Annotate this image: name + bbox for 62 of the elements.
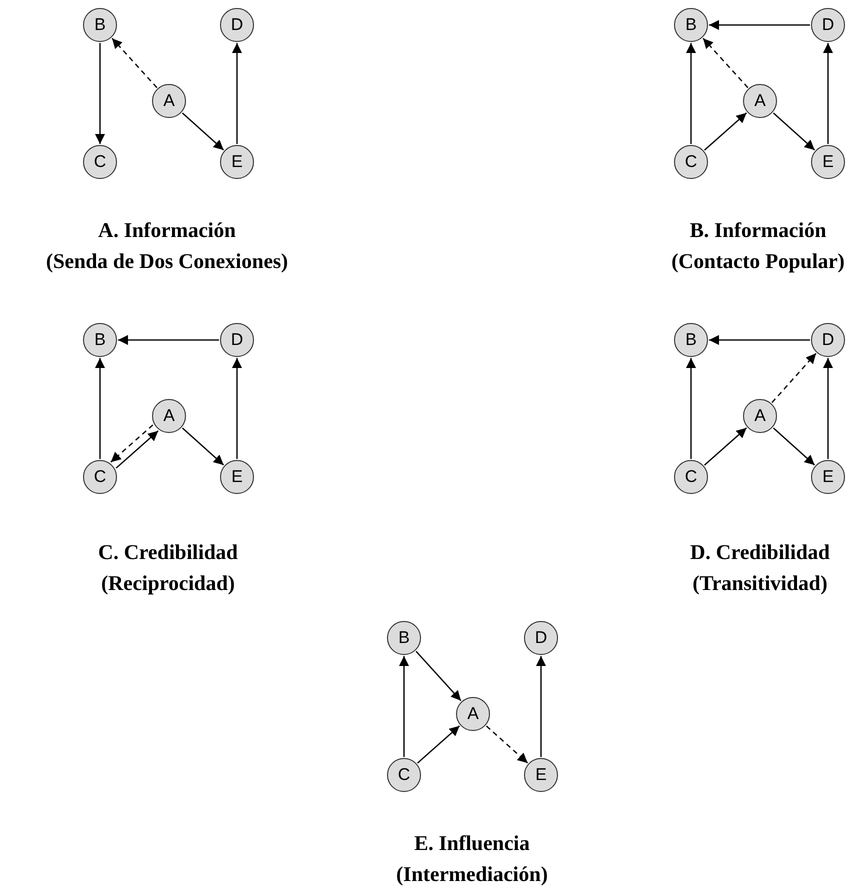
arrow xyxy=(416,650,462,702)
node-circle: B xyxy=(83,8,117,42)
arrow xyxy=(182,428,224,466)
arrow xyxy=(112,38,158,88)
node-circle: C xyxy=(83,145,117,179)
node-circle: B xyxy=(674,323,708,357)
panel-caption: (Transitividad) xyxy=(692,571,828,595)
arrow xyxy=(702,38,748,88)
arrow xyxy=(182,112,224,150)
arrow xyxy=(110,424,154,463)
arrow xyxy=(772,428,816,466)
arrow xyxy=(95,358,105,459)
arrow xyxy=(116,430,159,469)
node-circle: D xyxy=(811,323,845,357)
panel-caption: D. Credibilidad xyxy=(690,540,830,564)
arrow xyxy=(704,427,747,466)
arrow xyxy=(686,43,696,144)
arrow xyxy=(823,43,833,144)
node-circle: E xyxy=(811,145,845,179)
node-circle: A xyxy=(152,84,186,118)
panel-caption: (Reciprocidad) xyxy=(101,571,235,595)
node-circle: D xyxy=(524,621,558,655)
node-circle: C xyxy=(674,145,708,179)
panel-caption: (Intermediación) xyxy=(396,862,548,886)
node-circle: B xyxy=(674,8,708,42)
arrow xyxy=(772,352,816,404)
arrow xyxy=(536,656,546,757)
arrow xyxy=(704,112,747,151)
node-circle: E xyxy=(220,145,254,179)
arrow xyxy=(486,726,528,764)
arrow xyxy=(232,358,242,459)
arrow xyxy=(417,725,460,764)
arrow xyxy=(709,335,810,345)
node-circle: C xyxy=(83,460,117,494)
arrow xyxy=(232,43,242,144)
node-circle: E xyxy=(220,460,254,494)
arrow xyxy=(95,43,105,144)
arrow xyxy=(118,335,219,345)
arrow xyxy=(399,656,409,757)
node-circle: D xyxy=(220,323,254,357)
node-circle: E xyxy=(811,460,845,494)
arrow xyxy=(823,358,833,459)
arrow xyxy=(772,112,816,150)
node-circle: C xyxy=(387,758,421,792)
node-circle: A xyxy=(456,697,490,731)
node-circle: B xyxy=(83,323,117,357)
panel-caption: (Contacto Popular) xyxy=(671,249,845,273)
node-circle: E xyxy=(524,758,558,792)
node-circle: D xyxy=(811,8,845,42)
panel-caption: C. Credibilidad xyxy=(98,540,238,564)
node-circle: A xyxy=(152,399,186,433)
arrow xyxy=(686,358,696,459)
node-circle: A xyxy=(743,84,777,118)
node-circle: C xyxy=(674,460,708,494)
node-circle: D xyxy=(220,8,254,42)
panel-caption: A. Información xyxy=(98,218,236,242)
panel-caption: B. Información xyxy=(690,218,826,242)
panel-caption: (Senda de Dos Conexiones) xyxy=(46,249,288,273)
arrow xyxy=(709,20,810,30)
node-circle: A xyxy=(743,399,777,433)
node-circle: B xyxy=(387,621,421,655)
panel-caption: E. Influencia xyxy=(414,831,530,855)
